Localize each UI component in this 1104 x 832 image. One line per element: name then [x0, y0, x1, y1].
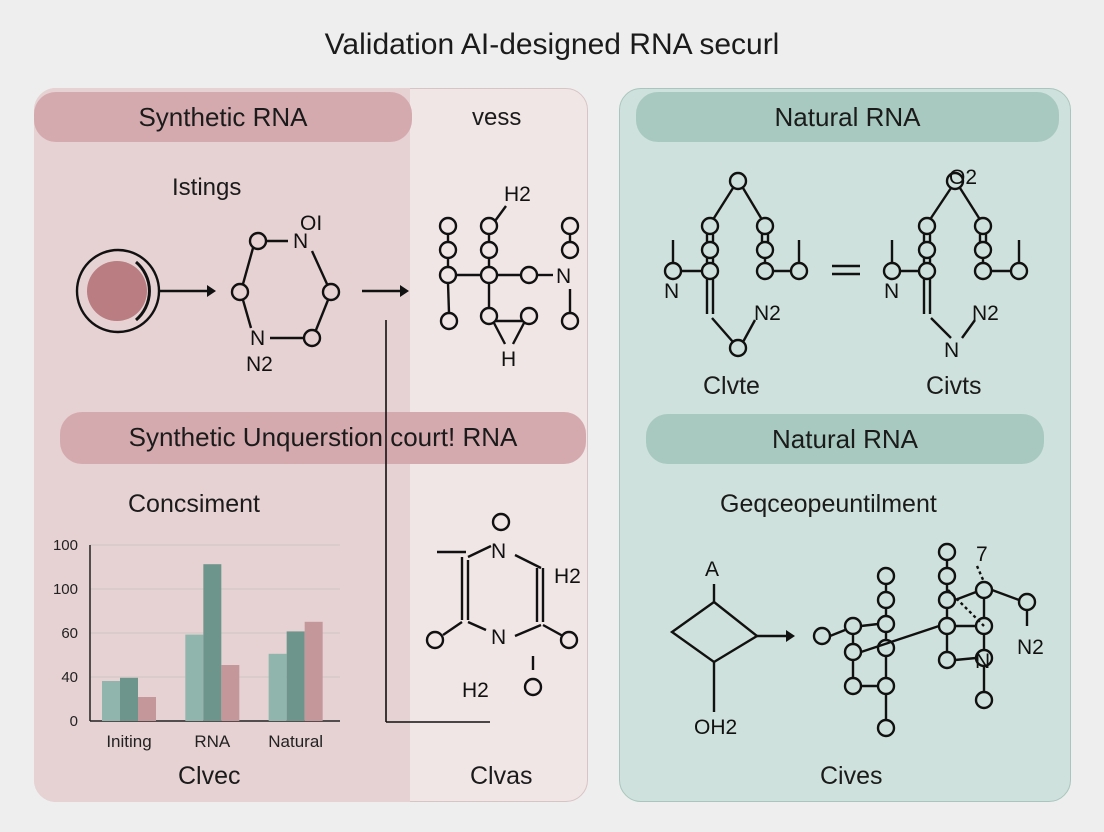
natural-bottom-caption: Cives	[820, 762, 883, 790]
middle-caption: Clvas	[470, 762, 533, 790]
natural-n-left-label: N	[664, 280, 679, 303]
synthetic-lower-sublabel: Concsiment	[128, 490, 260, 518]
middle-h2-right-label: H2	[554, 565, 581, 588]
natural-caption-left: Clvte	[703, 372, 760, 400]
synth-n-lower-label: N	[250, 327, 265, 350]
y-tick-label: 0	[70, 713, 78, 730]
natural-oh2-label: OH2	[694, 716, 737, 739]
synthetic-sublabel: Istings	[172, 174, 242, 201]
natural-rna-header: Natural RNA	[636, 92, 1059, 142]
y-tick-label: 100	[53, 581, 78, 598]
bar-natural-2	[304, 621, 323, 721]
middle-n-label: N	[556, 265, 571, 288]
bar-natural-0	[268, 653, 287, 721]
bar-natural-1	[286, 631, 305, 721]
bar-initing-1	[120, 677, 138, 721]
category-label: Initing	[106, 732, 151, 751]
middle-h2-bottom-label: H2	[462, 679, 489, 702]
middle-h2-label: H2	[504, 183, 531, 206]
bar-chart: 100 100 60 40 0 Initing RNA Natural	[53, 537, 340, 751]
synth-oi-label: OI	[300, 212, 322, 235]
y-tick-label: 40	[61, 669, 78, 686]
natural-rna-header-2: Natural RNA	[646, 414, 1044, 464]
natural-n2-label: N2	[1017, 636, 1044, 659]
natural-7-label: 7	[976, 543, 988, 566]
category-label: RNA	[194, 732, 231, 751]
synthetic-lower-caption: Clvec	[178, 762, 241, 790]
synthetic-rna-header: Synthetic RNA	[34, 92, 412, 142]
natural-n-right-label: N	[884, 280, 899, 303]
bar-rna-1	[203, 564, 222, 721]
natural-a-label: A	[705, 558, 719, 581]
y-tick-label: 60	[61, 625, 78, 642]
natural-n2-a-label: N2	[754, 302, 781, 325]
bar-rna-2	[221, 665, 240, 721]
category-label: Natural	[268, 732, 323, 751]
middle-h-label: H	[501, 348, 516, 371]
natural-caption-right: Civts	[926, 372, 982, 400]
synth-n2-label: N2	[246, 353, 273, 376]
middle-n-lower-label: N	[491, 626, 506, 649]
rna-circle-icon	[75, 248, 161, 334]
middle-n-upper-label: N	[491, 540, 506, 563]
natural-n-b-label: N	[944, 339, 959, 362]
natural-n-label: N	[975, 650, 990, 673]
natural-lower-sublabel: Geqceopeuntilment	[720, 490, 937, 518]
page-title: Validation AI-designed RNA securl	[324, 28, 780, 61]
bar-rna-0	[185, 634, 204, 721]
synthetic-lower-header: Synthetic Unquerstion court! RNA	[60, 412, 586, 464]
synth-n-label: N	[293, 230, 308, 253]
natural-o2-label: O2	[949, 166, 977, 189]
bar-initing-2	[138, 697, 156, 721]
y-tick-label: 100	[53, 537, 78, 554]
middle-header: vess	[472, 104, 522, 131]
bar-initing-0	[102, 681, 120, 721]
natural-n2-b-label: N2	[972, 302, 999, 325]
